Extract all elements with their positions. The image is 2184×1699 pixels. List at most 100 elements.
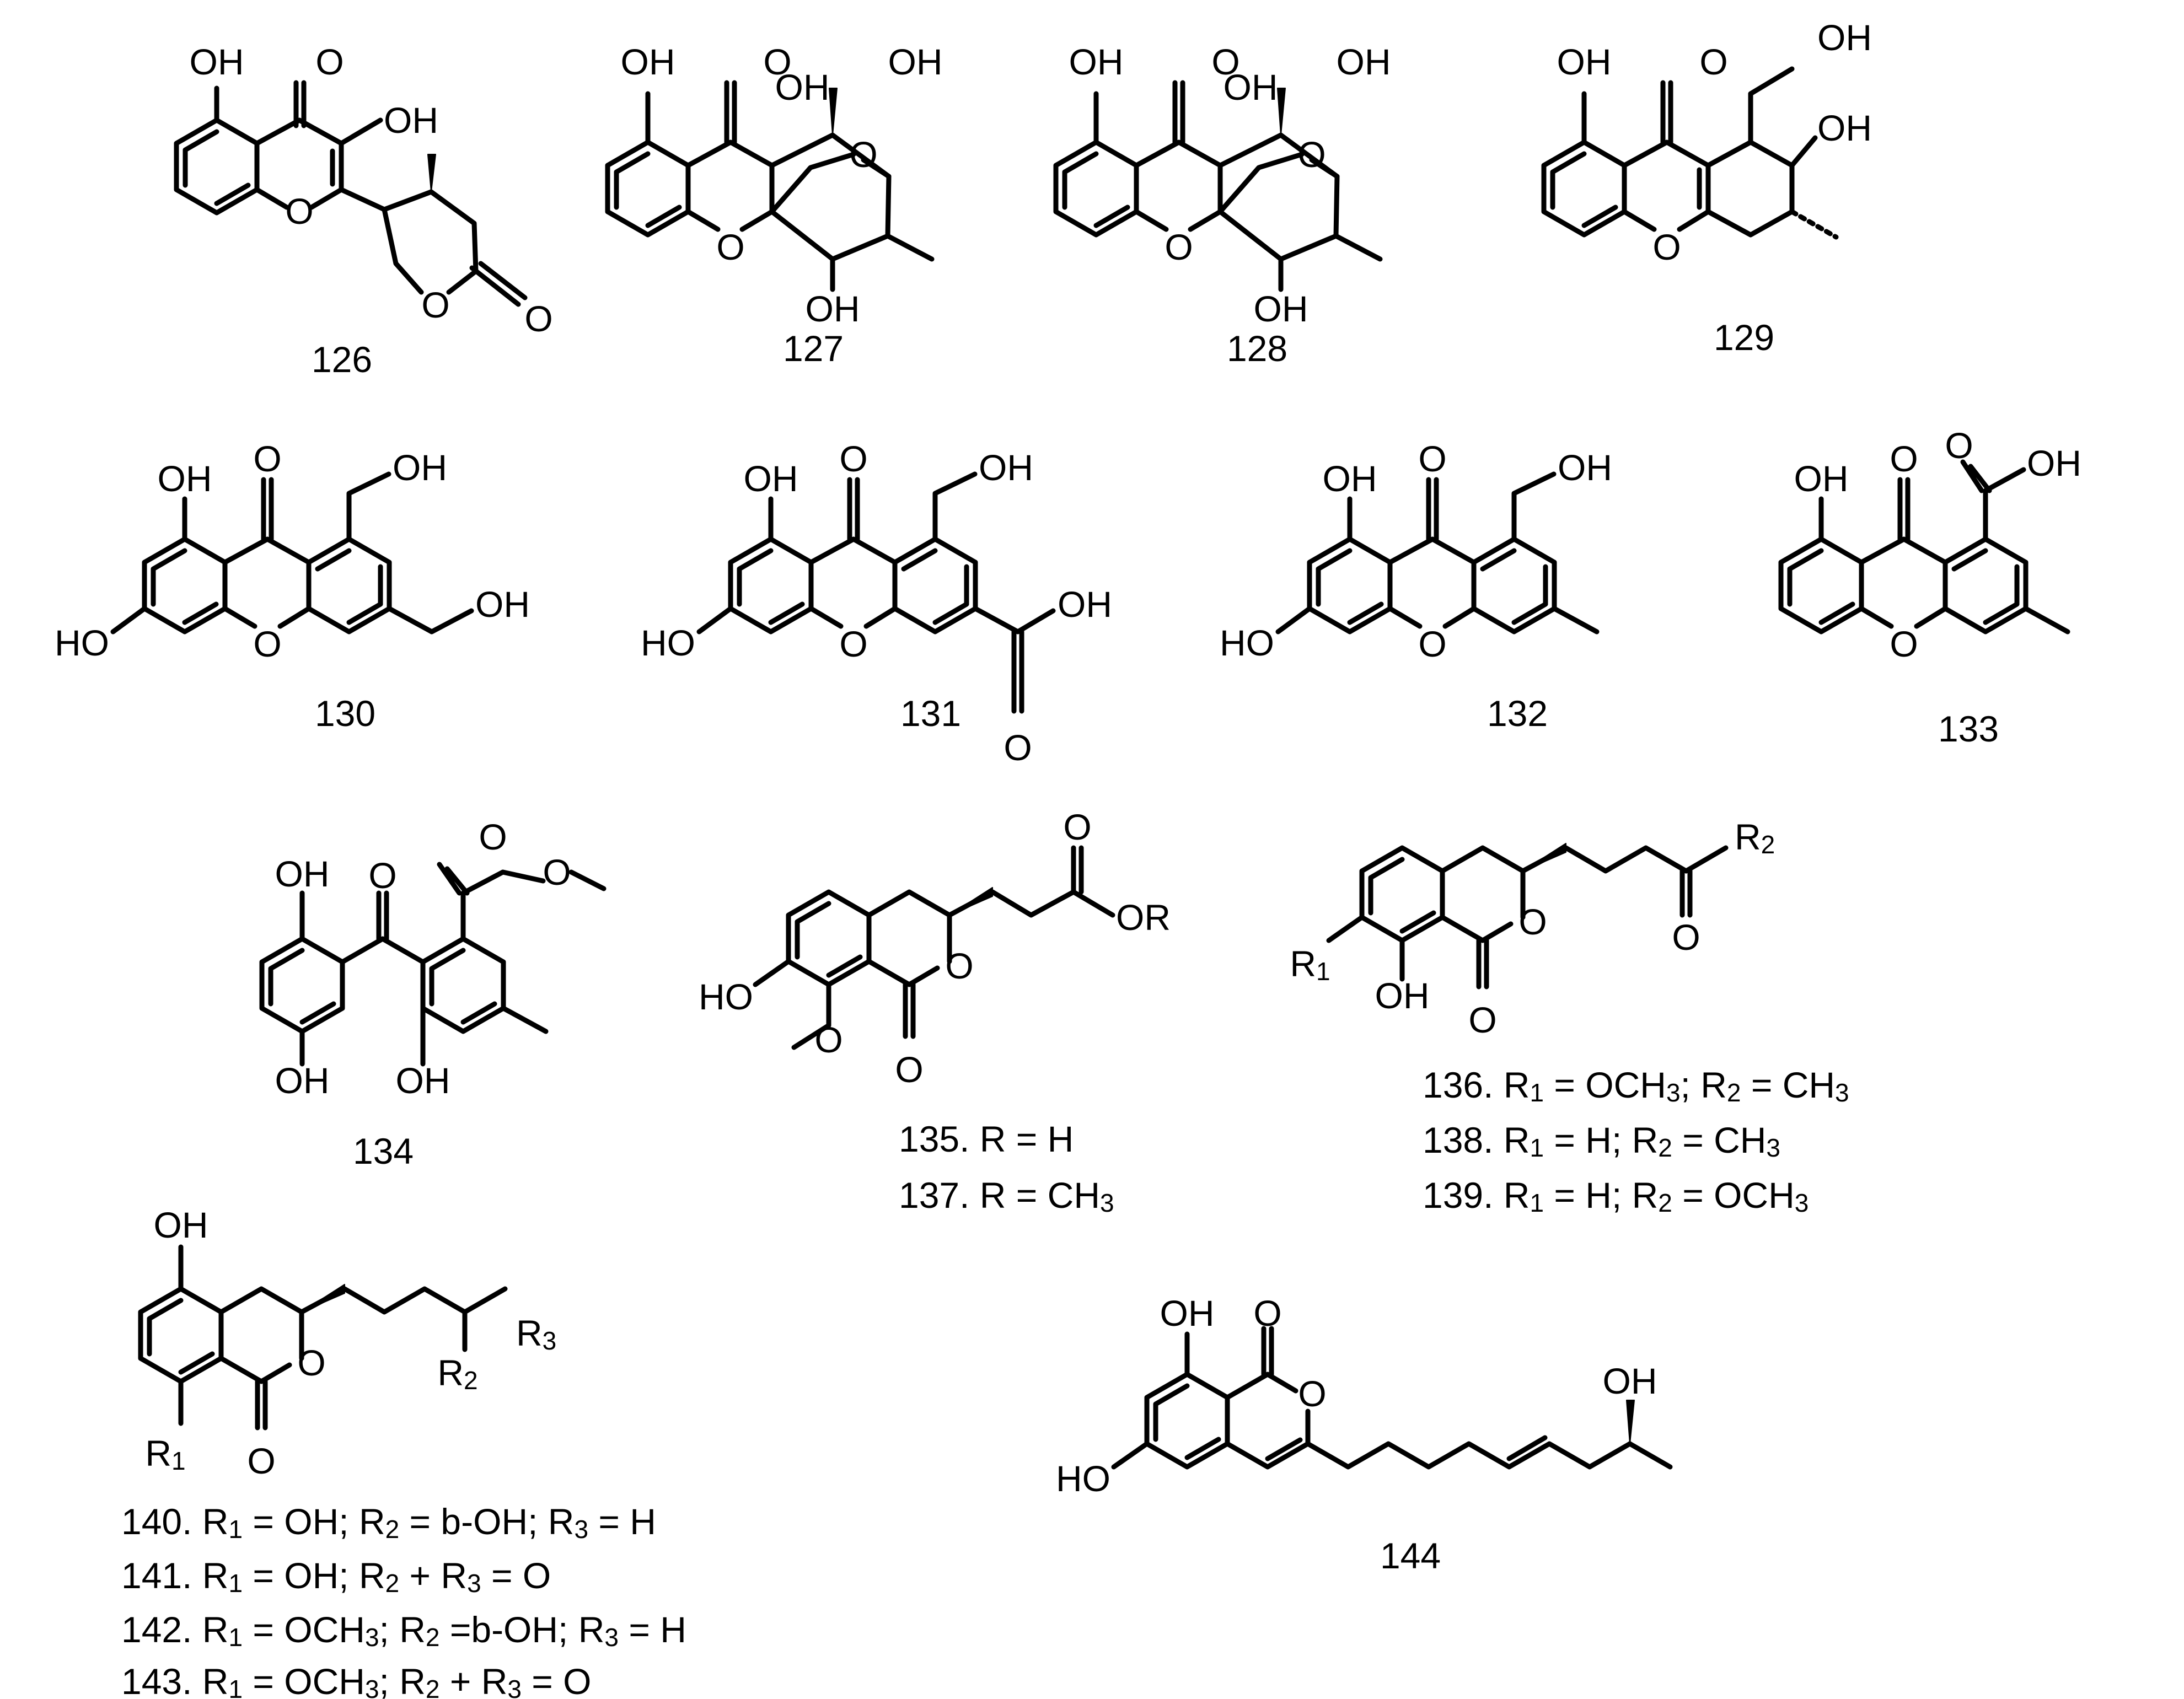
atom-r1: R1 [145, 1433, 185, 1475]
structure-128: OH O OH OH O O OH 128 [1053, 41, 1391, 369]
atom-or: OR [1116, 897, 1171, 938]
atom-o: O [1945, 425, 1973, 466]
atom-o: O [895, 1049, 923, 1090]
atom-o: O [524, 298, 552, 339]
compound-label-136: 136. R1 = OCH3; R2 = CH3 [1423, 1064, 1849, 1107]
compound-label-139: 139. R1 = H; R2 = OCH3 [1423, 1175, 1809, 1217]
compound-number-131: 131 [900, 693, 961, 734]
atom-oh: OH [1069, 41, 1124, 82]
structure-140-143: OH O O R1 R3 R2 140. R1 = OH; R2 = b-OH;… [121, 1205, 686, 1699]
compound-number-132: 132 [1487, 693, 1548, 734]
atom-ho: HO [1056, 1458, 1110, 1499]
atom-ho: HO [1220, 622, 1274, 663]
compound-label-138: 138. R1 = H; R2 = CH3 [1423, 1120, 1780, 1162]
atom-o: O [763, 41, 791, 82]
atom-o: O [1890, 623, 1918, 664]
atom-oh: OH [275, 853, 330, 894]
atom-oh: OH [775, 67, 830, 107]
atom-oh: OH [393, 447, 447, 488]
atom-ho: HO [641, 622, 695, 663]
atom-oh: OH [1817, 107, 1872, 148]
structure-131: OH O OH HO O OH O 131 [641, 438, 1112, 768]
atom-o: O [814, 1019, 843, 1060]
atom-o: O [1518, 901, 1547, 942]
atom-r2: R2 [1735, 816, 1775, 859]
atom-o: O [1165, 227, 1193, 267]
structure-129: OH O OH OH O 129 [1541, 17, 1872, 358]
atom-o: O [716, 227, 744, 267]
atom-oh: OH [1337, 41, 1391, 82]
atom-o: O [285, 191, 313, 232]
atom-o: O [1211, 41, 1239, 82]
atom-oh: OH [888, 41, 943, 82]
atom-oh: OH [744, 458, 798, 499]
atom-r2: R2 [437, 1352, 477, 1395]
atom-oh: OH [1794, 458, 1849, 499]
compound-number-128: 128 [1227, 328, 1287, 369]
atom-o: O [1063, 807, 1091, 847]
atom-oh: OH [1254, 288, 1308, 329]
structure-134: OH O O O OH OH 134 [259, 816, 607, 1171]
atom-o: O [297, 1342, 325, 1383]
atom-o: O [1468, 999, 1496, 1040]
atom-oh: OH [1558, 447, 1612, 488]
atom-ho: HO [699, 976, 753, 1017]
structure-144: OH O O HO OH 144 [1056, 1293, 1673, 1576]
atom-o: O [315, 41, 344, 82]
atom-oh: OH [1160, 1293, 1215, 1334]
compound-number-129: 129 [1714, 317, 1774, 358]
compound-number-133: 133 [1938, 708, 1999, 749]
atom-o: O [1004, 727, 1032, 768]
compound-number-144: 144 [1380, 1535, 1441, 1576]
atom-oh: OH [1323, 458, 1377, 499]
atom-oh: OH [158, 458, 212, 499]
atom-oh: OH [190, 41, 244, 82]
atom-o: O [839, 438, 867, 479]
atom-o: O [1418, 623, 1446, 664]
structure-136-138-139: R1 OH O O O R2 136. R1 = OCH3; R2 = CH3 … [1290, 816, 1849, 1217]
atom-oh: OH [1557, 41, 1612, 82]
structure-132: OH O OH HO O 132 [1220, 438, 1612, 734]
atom-o: O [368, 855, 396, 896]
atom-o: O [1652, 227, 1681, 267]
structure-135-137: HO O O O O OR 135. R = H 137. R = CH3 [699, 807, 1171, 1217]
structure-127: OH O OH OH O O OH 127 [605, 41, 943, 369]
atom-o: O [945, 945, 973, 986]
structure-126: OH O OH O O O 126 [174, 41, 553, 380]
atom-o: O [1418, 438, 1446, 479]
atom-oh: OH [396, 1060, 450, 1101]
compound-label-142: 142. R1 = OCH3; R2 =b-OH; R3 = H [121, 1609, 686, 1652]
atom-oh: OH [806, 288, 860, 329]
atom-o: O [543, 852, 571, 892]
atom-oh: OH [1375, 975, 1430, 1016]
atom-ho: HO [55, 622, 109, 663]
atom-o: O [1890, 438, 1918, 479]
atom-o: O [421, 284, 449, 325]
atom-o: O [253, 623, 281, 664]
atom-o: O [1699, 41, 1727, 82]
atom-oh: OH [2027, 443, 2081, 483]
atom-oh: OH [1817, 17, 1872, 58]
atom-o: O [849, 134, 877, 175]
atom-oh: OH [275, 1060, 330, 1101]
atom-o: O [839, 623, 867, 664]
atom-oh: OH [979, 447, 1033, 488]
compound-label-140: 140. R1 = OH; R2 = b-OH; R3 = H [121, 1501, 656, 1544]
compound-number-126: 126 [312, 339, 372, 380]
atom-o: O [1672, 917, 1700, 958]
compound-label-137: 137. R = CH3 [899, 1175, 1114, 1217]
atom-oh: OH [154, 1205, 208, 1245]
atom-o: O [253, 438, 281, 479]
atom-o: O [1298, 1373, 1326, 1414]
atom-o: O [1253, 1293, 1281, 1334]
atom-oh: OH [384, 100, 438, 141]
compound-label-141: 141. R1 = OH; R2 + R3 = O [121, 1555, 551, 1598]
atom-oh: OH [1058, 584, 1112, 625]
compound-label-135: 135. R = H [899, 1119, 1074, 1159]
atom-oh: OH [621, 41, 675, 82]
atom-oh: OH [1224, 67, 1278, 107]
atom-r3: R3 [516, 1313, 556, 1355]
atom-r1: R1 [1290, 943, 1330, 986]
